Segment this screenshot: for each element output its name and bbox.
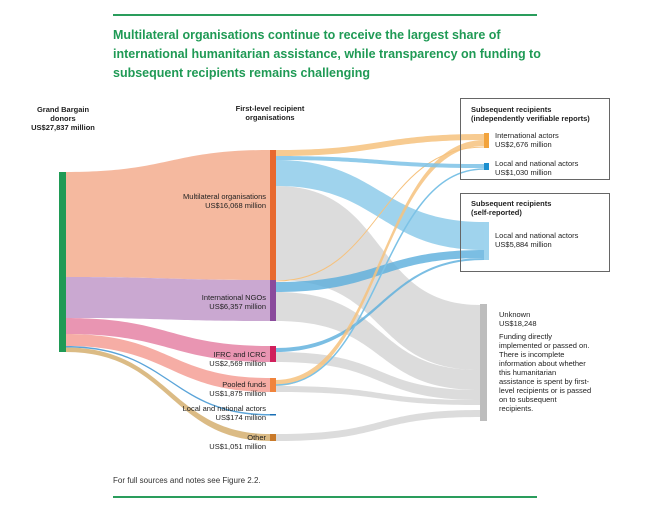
flow-multilateral-unknown	[276, 186, 480, 370]
flow-ifrc-selfreported	[276, 258, 484, 352]
unknown-description: Funding directly implemented or passed o…	[499, 332, 592, 413]
flow-pooled-international	[276, 140, 484, 386]
flow-source-ingos	[66, 277, 270, 321]
verifiable-recipients-box	[460, 98, 610, 180]
flow-multilateral-selfreported	[276, 160, 484, 250]
source-label: Grand Bargain donors US$27,837 million	[31, 105, 95, 132]
label-unknown: Unknown US$18,248 Funding directly imple…	[499, 310, 614, 413]
node-pooled	[270, 378, 276, 392]
flow-pooled-unknown	[276, 386, 480, 405]
flow-other-unknown	[276, 410, 480, 441]
node-local	[270, 414, 276, 416]
top-rule	[113, 14, 537, 16]
flow-source-other	[66, 347, 270, 441]
node-multilateral	[270, 150, 276, 280]
node-unknown	[480, 304, 487, 421]
flow-pooled-verifiable-local	[275, 168, 485, 386]
node-verifiable-international	[484, 133, 489, 148]
verifiable-box-title: Subsequent recipients(independently veri…	[471, 105, 590, 123]
node-ifrc	[270, 346, 276, 362]
flow-source-pooled	[66, 334, 270, 392]
flow-ingos-selfreported	[276, 250, 484, 292]
node-verifiable-local	[484, 163, 489, 170]
node-selfreported-local	[484, 222, 489, 260]
bottom-rule	[113, 496, 537, 498]
flow-multilateral-verifiable-local	[276, 156, 484, 168]
footer-note: For full sources and notes see Figure 2.…	[113, 476, 261, 485]
first-level-header: First-level recipient organisations	[235, 104, 305, 122]
flow-source-multilateral	[66, 150, 270, 280]
self-reported-recipients-box	[460, 193, 610, 272]
node-source	[59, 172, 66, 352]
flow-source-ifrc	[66, 318, 270, 362]
node-ingos	[270, 280, 276, 321]
flow-ingos-international	[275, 146, 485, 282]
flow-multilateral-international	[276, 134, 484, 156]
flow-ingos-unknown	[276, 292, 480, 390]
self-reported-box-title: Subsequent recipients(self-reported)	[471, 199, 552, 217]
figure-title: Multilateral organisations continue to r…	[113, 28, 541, 80]
node-other	[270, 434, 276, 441]
